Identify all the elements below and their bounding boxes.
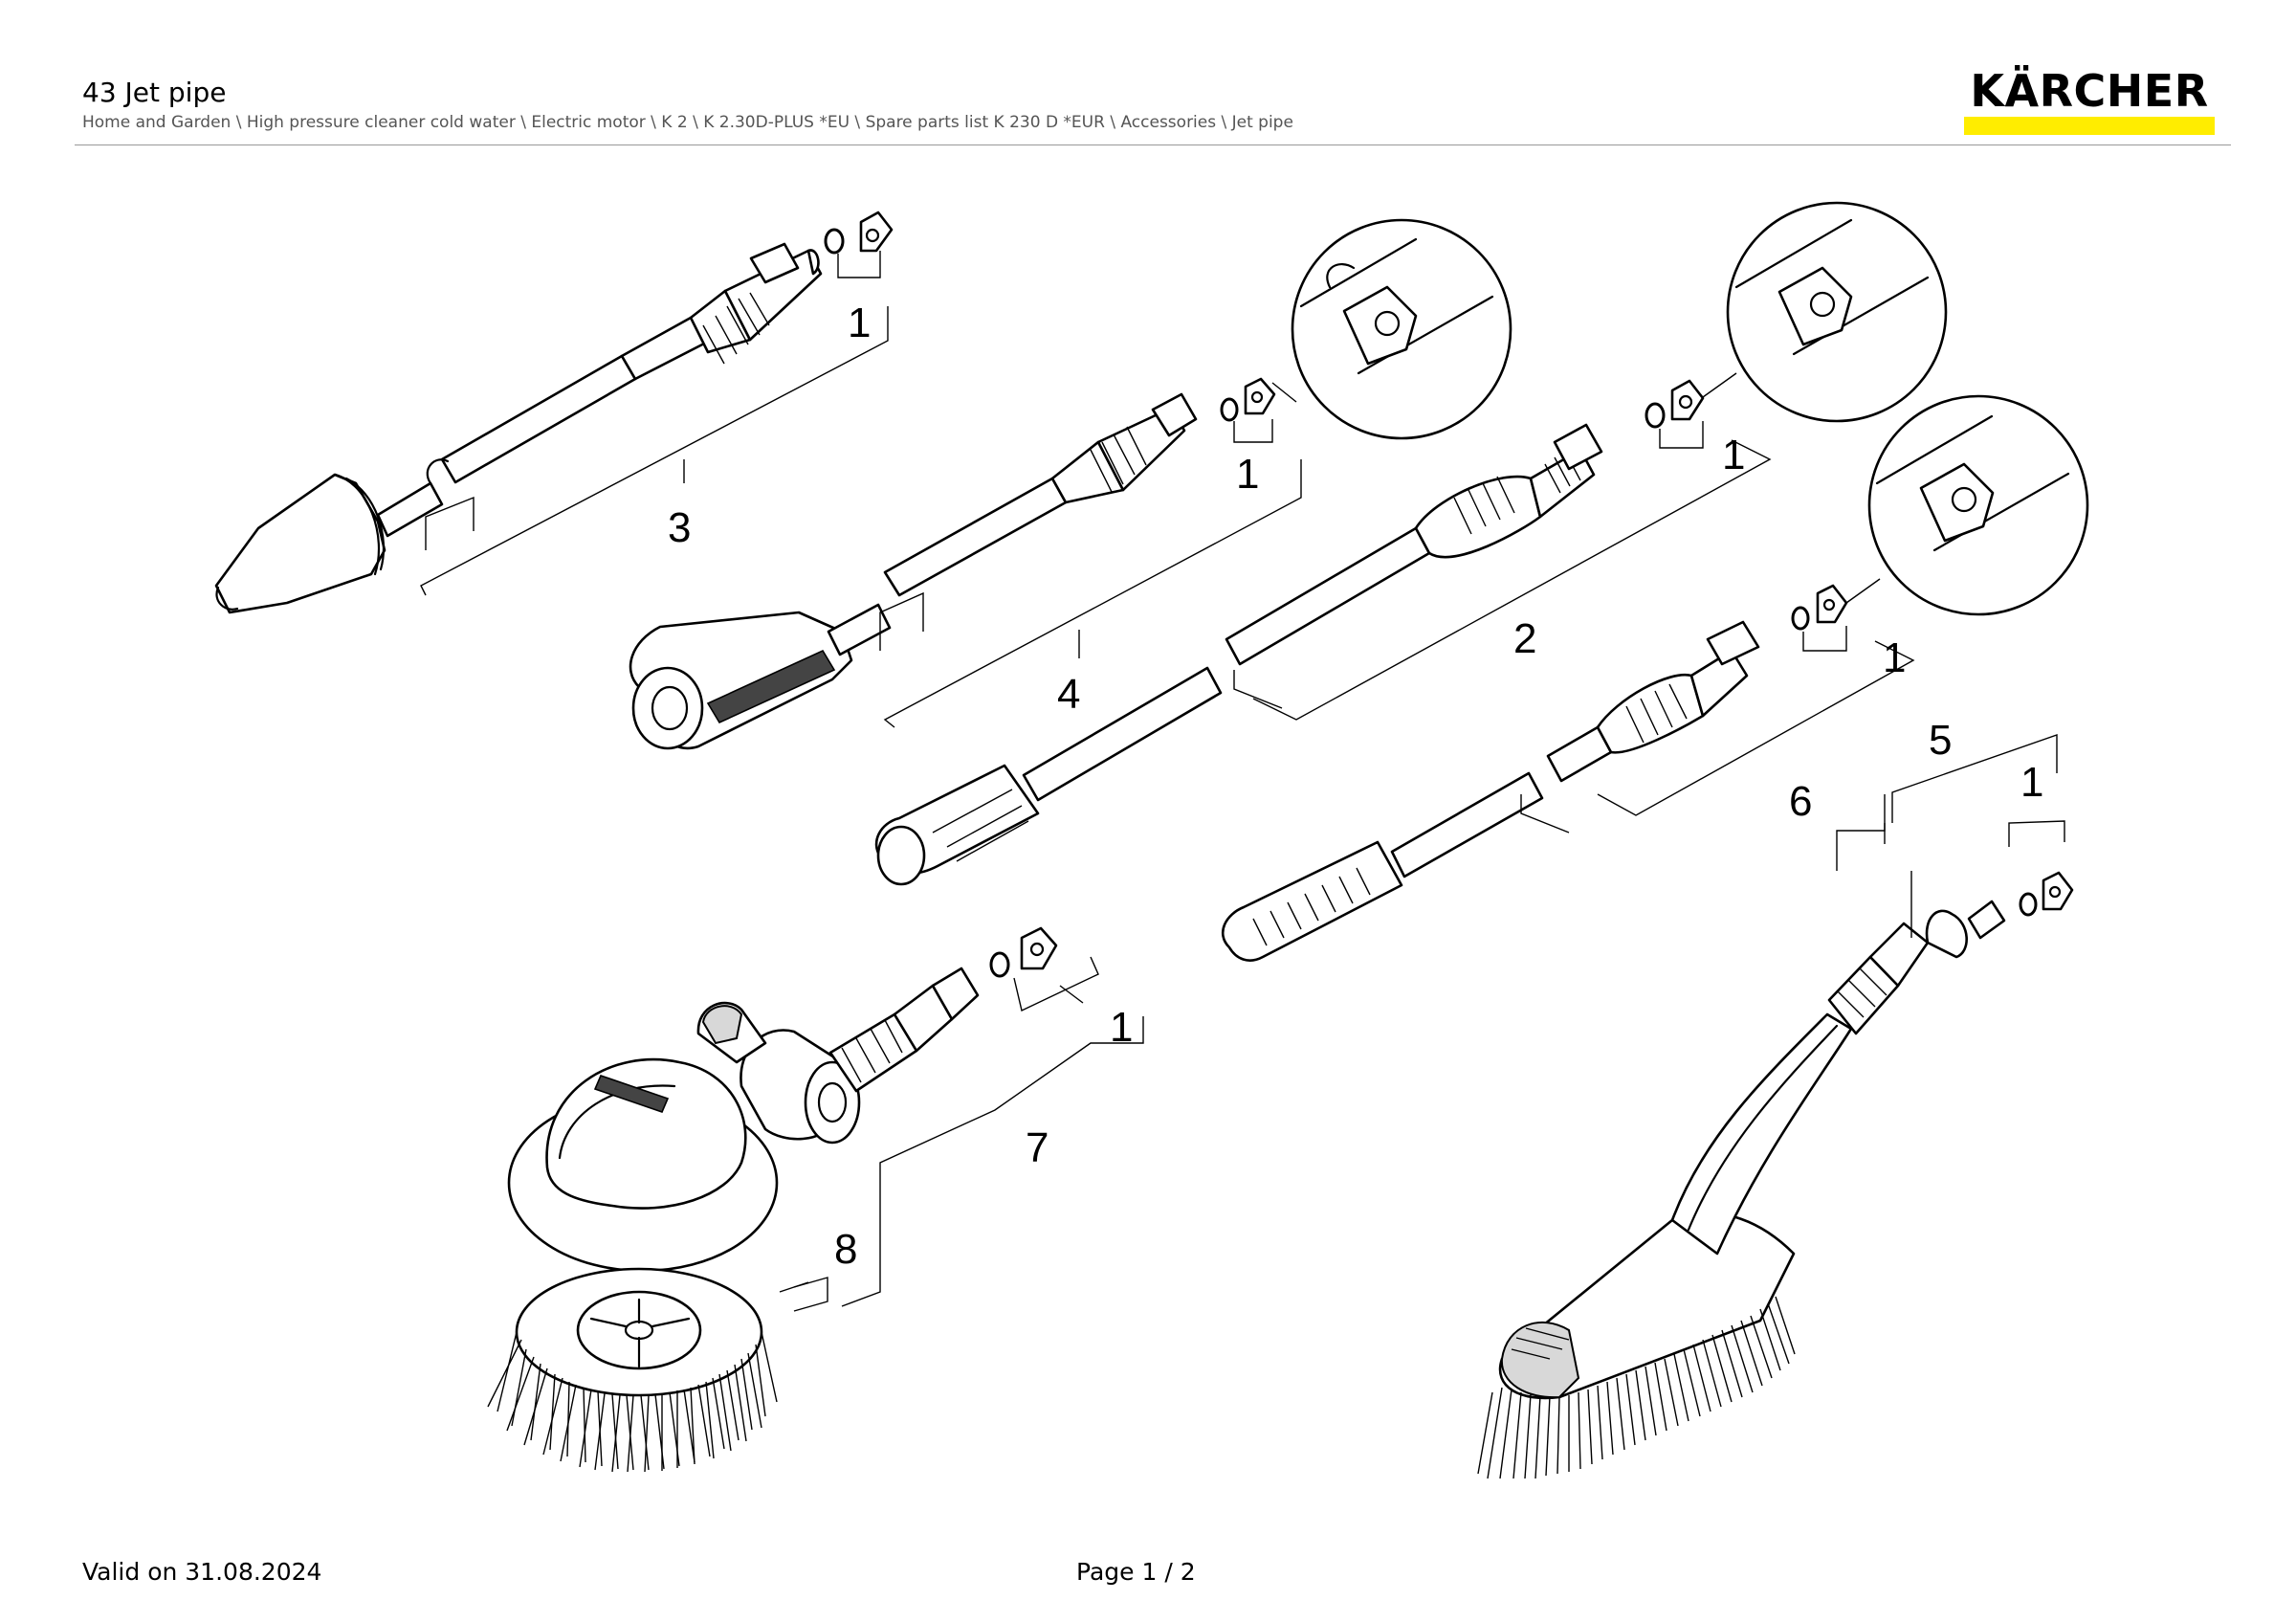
detail-magnifier-2 <box>1702 201 1948 423</box>
leader-lines-part-4 <box>879 419 1302 728</box>
leader-lines-part-8 <box>779 1277 828 1312</box>
valid-date: Valid on 31.08.2024 <box>82 1558 322 1586</box>
part-3-rotary-nozzle-lance[interactable] <box>214 242 823 614</box>
callout-7: 7 <box>1026 1124 1049 1171</box>
callout-1b: 1 <box>1236 451 1259 498</box>
part-1e-seal-ring-and-nut[interactable] <box>2019 871 2074 917</box>
logo-yellow-bar <box>1964 117 2215 135</box>
part-8-round-brush-insert[interactable] <box>487 1267 778 1473</box>
callout-1d: 1 <box>1883 634 1906 681</box>
detail-magnifier-1 <box>1271 218 1512 440</box>
callout-1a: 1 <box>848 300 871 346</box>
page-title: 43 Jet pipe <box>82 77 227 108</box>
part-1c-seal-ring-and-nut[interactable] <box>1645 379 1705 429</box>
leader-lines-part-6 <box>1520 626 1915 834</box>
breadcrumb[interactable]: Home and Garden \ High pressure cleaner … <box>82 113 1293 132</box>
callout-1f: 1 <box>1110 1004 1133 1051</box>
logo-wordmark: KÄRCHER <box>1970 65 2209 117</box>
leader-lines-part-2 <box>1233 421 1772 721</box>
part-7-rotating-wash-brush[interactable] <box>507 967 980 1273</box>
callout-3: 3 <box>668 504 691 551</box>
page-number: Page 1 / 2 <box>1076 1558 1196 1586</box>
part-1d-seal-ring-and-nut[interactable] <box>1791 584 1848 631</box>
callout-6: 6 <box>1789 778 1812 825</box>
part-5-wash-brush[interactable] <box>1477 900 2006 1479</box>
part-1f-seal-ring-and-nut[interactable] <box>989 926 1058 978</box>
callout-5: 5 <box>1929 717 1952 764</box>
callout-1c: 1 <box>1722 432 1745 478</box>
leader-lines-part-5 <box>1836 734 2065 938</box>
detail-magnifier-3 <box>1845 394 2089 616</box>
callout-2: 2 <box>1513 615 1536 662</box>
callout-1e: 1 <box>2020 759 2043 806</box>
callout-8: 8 <box>834 1226 857 1273</box>
part-2-spray-lance[interactable] <box>874 423 1603 886</box>
leader-lines-part-7 <box>841 956 1144 1307</box>
part-1a-seal-ring-and-nut[interactable] <box>824 211 894 255</box>
part-4-vario-power-lance[interactable] <box>629 392 1198 750</box>
callout-4: 4 <box>1057 671 1080 718</box>
part-6-ribbed-grip-lance[interactable] <box>1222 620 1760 962</box>
part-1b-seal-ring-and-nut[interactable] <box>1220 377 1276 422</box>
leader-lines-part-3 <box>420 251 889 596</box>
karcher-logo: KÄRCHER <box>1964 65 2215 136</box>
